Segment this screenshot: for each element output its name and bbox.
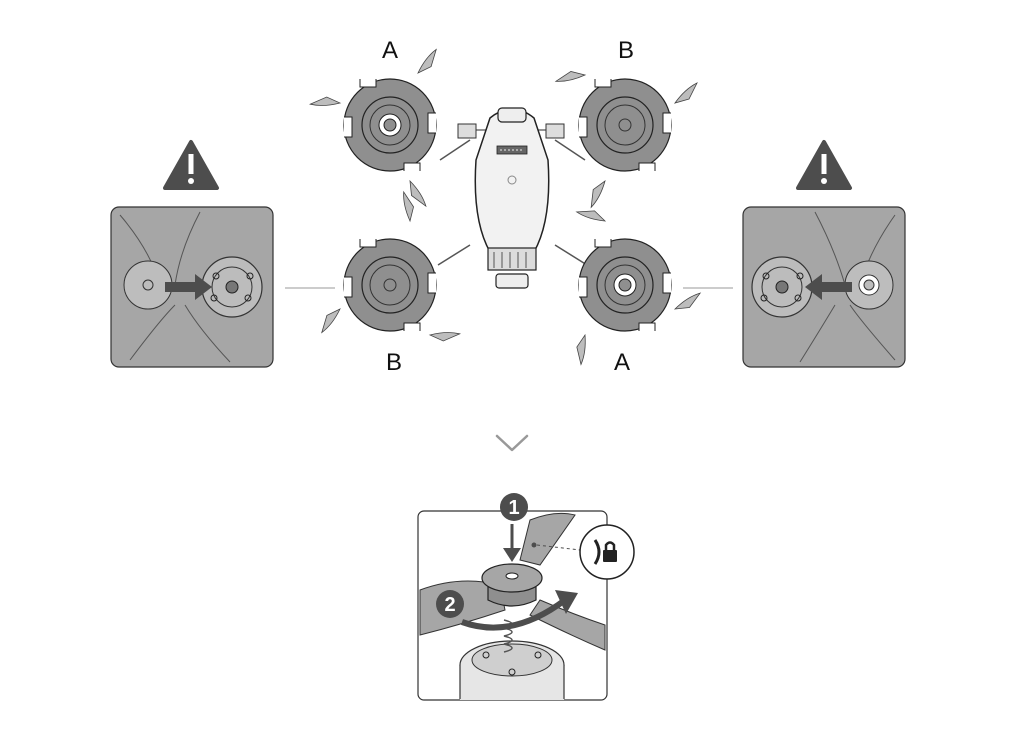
step-number-2: 2	[444, 594, 455, 616]
label-top-right: B	[618, 37, 634, 64]
label-bottom-left: B	[386, 349, 402, 376]
drone-body	[437, 107, 588, 289]
warning-icon	[796, 140, 852, 190]
step-number-1: 1	[508, 497, 519, 519]
detail-panel-right	[742, 206, 906, 368]
propeller-bottom-left	[317, 191, 461, 350]
label-bottom-right: A	[614, 349, 630, 376]
propeller-top-left	[309, 49, 441, 207]
step-badge-1: 1	[500, 493, 528, 521]
propeller-bottom-right	[567, 201, 701, 365]
label-top-left: A	[382, 37, 398, 64]
propeller-top-right	[555, 63, 698, 208]
chevron-down-icon	[495, 434, 529, 452]
step-badge-2: 2	[436, 590, 464, 618]
installation-detail-panel	[417, 510, 608, 701]
warning-icon	[163, 140, 219, 190]
lock-icon	[579, 524, 635, 580]
detail-panel-left	[110, 206, 274, 368]
